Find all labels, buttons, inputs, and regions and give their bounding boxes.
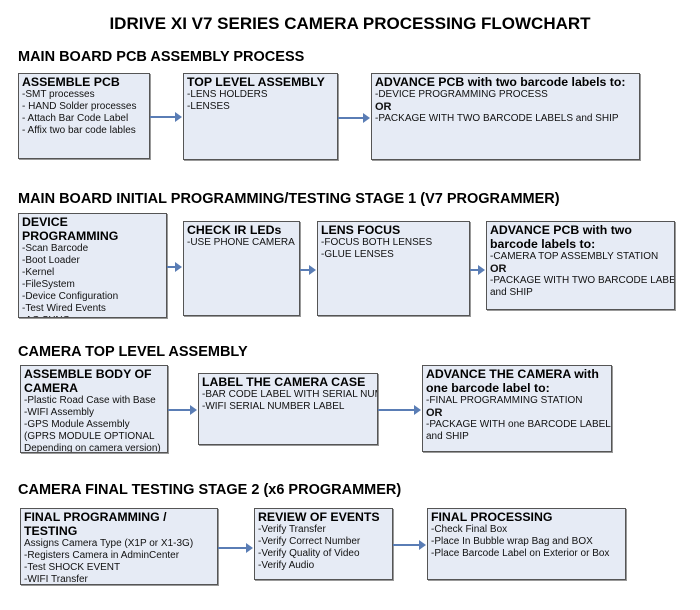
box-line: -Place In Bubble wrap Bag and BOX bbox=[431, 536, 593, 547]
box-line: -AC SYNC bbox=[22, 315, 163, 317]
box-line: (GPRS MODULE OPTIONAL bbox=[24, 431, 155, 442]
process-box: ASSEMBLE BODY OF CAMERA-Plastic Road Cas… bbox=[20, 365, 168, 453]
flow-arrow bbox=[378, 405, 421, 415]
box-line: -Plastic Road Case with Base bbox=[24, 395, 156, 406]
box-line: -DEVICE PROGRAMMING PROCESS bbox=[375, 89, 548, 100]
flow-arrow bbox=[168, 405, 197, 415]
page-title: IDRIVE XI V7 SERIES CAMERA PROCESSING FL… bbox=[109, 14, 591, 33]
box-line: and SHIP bbox=[490, 287, 533, 298]
process-box: LENS FOCUS-FOCUS BOTH LENSES-GLUE LENSES bbox=[317, 221, 470, 316]
process-box: REVIEW OF EVENTS-Verify Transfer-Verify … bbox=[254, 508, 393, 580]
box-title: REVIEW OF EVENTS bbox=[258, 510, 380, 524]
box-line: -PACKAGE WITH TWO BARCODE LABELS bbox=[490, 275, 675, 286]
section-heading: CAMERA TOP LEVEL ASSEMBLY bbox=[18, 344, 248, 360]
box-line: -FOCUS BOTH LENSES bbox=[321, 237, 433, 248]
box-line: -SMT processes bbox=[22, 89, 95, 100]
flow-arrow bbox=[470, 265, 485, 275]
box-line: -LENSES bbox=[187, 101, 230, 112]
flow-arrow bbox=[218, 543, 253, 553]
box-line: -Boot Loader bbox=[22, 255, 80, 266]
box-line: -PACKAGE WITH one BARCODE LABEL bbox=[426, 419, 611, 430]
box-line: -Scan Barcode bbox=[22, 243, 89, 254]
process-box: DEVICE PROGRAMMING-Scan Barcode-Boot Loa… bbox=[18, 213, 167, 318]
box-line: -FileSystem bbox=[22, 279, 75, 290]
box-title: TOP LEVEL ASSEMBLY bbox=[187, 75, 325, 89]
box-line: -Verify Correct Number bbox=[258, 536, 361, 547]
box-line: -Verify Quality of Video bbox=[258, 548, 360, 559]
box-line: -GLUE LENSES bbox=[321, 249, 394, 260]
flow-arrow bbox=[167, 262, 182, 272]
box-line: -Check Final Box bbox=[431, 524, 508, 535]
process-box: TOP LEVEL ASSEMBLY-LENS HOLDERS-LENSES bbox=[183, 73, 338, 160]
box-line: -Kernel bbox=[22, 267, 55, 278]
box-line: -CAMERA TOP ASSEMBLY STATION bbox=[490, 251, 659, 262]
section-heading: CAMERA FINAL TESTING STAGE 2 (x6 PROGRAM… bbox=[18, 482, 402, 498]
process-box: ADVANCE THE CAMERA with one barcode labe… bbox=[422, 365, 612, 452]
box-title: ASSEMBLE PCB bbox=[22, 75, 120, 89]
box-line: -FINAL PROGRAMMING STATION bbox=[426, 395, 583, 406]
box-title: LENS FOCUS bbox=[321, 223, 401, 237]
box-title: LABEL THE CAMERA CASE bbox=[202, 375, 366, 389]
box-title: ADVANCE THE CAMERA with one barcode labe… bbox=[426, 367, 599, 395]
flow-arrow bbox=[150, 112, 182, 122]
box-line: -BAR CODE LABEL WITH SERIAL NUMBER bbox=[202, 389, 377, 400]
box-title: FINAL PROGRAMMING / TESTING bbox=[24, 510, 167, 538]
box-line: Depending on camera version) bbox=[24, 443, 161, 453]
box-line: OR bbox=[426, 407, 443, 419]
box-line: -USE PHONE CAMERA bbox=[187, 237, 295, 248]
box-line: -WIFI Assembly bbox=[24, 407, 95, 418]
box-title: CHECK IR LEDs bbox=[187, 223, 282, 237]
box-line: -PACKAGE WITH TWO BARCODE LABELS and SHI… bbox=[375, 113, 619, 124]
box-line: -GPS Module Assembly bbox=[24, 419, 130, 430]
box-line: - Affix two bar code lables bbox=[22, 125, 136, 136]
box-line: -WIFI SERIAL NUMBER LABEL bbox=[202, 401, 345, 412]
section-heading: MAIN BOARD INITIAL PROGRAMMING/TESTING S… bbox=[18, 191, 560, 207]
box-title: FINAL PROCESSING bbox=[431, 510, 553, 524]
box-line: Assigns Camera Type (X1P or X1-3G) bbox=[24, 538, 194, 549]
box-title: ADVANCE PCB with two barcode labels to: bbox=[490, 223, 632, 251]
flow-arrow bbox=[338, 113, 370, 123]
box-line: and SHIP bbox=[426, 431, 469, 442]
box-line: OR bbox=[375, 101, 392, 113]
box-title: DEVICE PROGRAMMING bbox=[22, 215, 119, 243]
box-line: -Place Barcode Label on Exterior or Box bbox=[431, 548, 610, 559]
box-line: - HAND Solder processes bbox=[22, 101, 137, 112]
process-box: CHECK IR LEDs-USE PHONE CAMERA bbox=[183, 221, 300, 316]
box-line: -WIFI Transfer bbox=[24, 574, 88, 585]
box-line: -Test SHOCK EVENT bbox=[24, 562, 121, 573]
box-line: OR bbox=[490, 263, 507, 275]
box-line: -Registers Camera in AdminCenter bbox=[24, 550, 180, 561]
process-box: ADVANCE PCB with two barcode labels to:-… bbox=[371, 73, 640, 160]
box-line: -Verify Audio bbox=[258, 560, 315, 571]
box-title: ADVANCE PCB with two barcode labels to: bbox=[375, 75, 626, 89]
process-box: ASSEMBLE PCB -SMT processes- HAND Solder… bbox=[18, 73, 150, 159]
process-box: LABEL THE CAMERA CASE-BAR CODE LABEL WIT… bbox=[198, 373, 378, 445]
process-box: ADVANCE PCB with two barcode labels to:-… bbox=[486, 221, 675, 310]
box-line: -Test Wired Events bbox=[22, 303, 106, 314]
box-line: -Verify Transfer bbox=[258, 524, 326, 535]
box-title: ASSEMBLE BODY OF CAMERA bbox=[24, 367, 152, 395]
process-box: FINAL PROCESSING -Check Final Box-Place … bbox=[427, 508, 626, 580]
flow-arrow bbox=[393, 540, 426, 550]
flow-arrow bbox=[300, 265, 316, 275]
section-heading: MAIN BOARD PCB ASSEMBLY PROCESS bbox=[18, 49, 305, 65]
box-line: -LENS HOLDERS bbox=[187, 89, 268, 100]
box-line: -Device Configuration bbox=[22, 291, 119, 302]
box-line: - Attach Bar Code Label bbox=[22, 113, 129, 124]
